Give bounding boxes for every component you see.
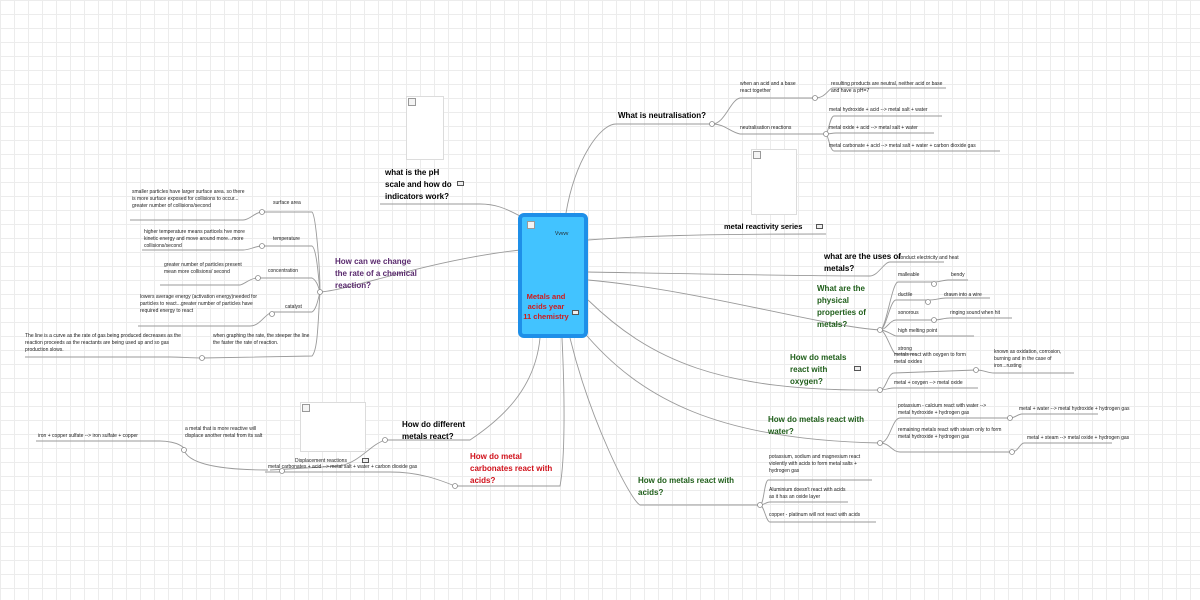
physical-bendy: bendy [951, 272, 965, 278]
steam-equation: metal + steam --> metal oxide + hydrogen… [1027, 435, 1130, 441]
central-topic-title: Metals and acids year 11 chemistry [523, 292, 569, 321]
branch-neutralisation[interactable]: What is neutralisation? [618, 111, 707, 120]
uses-conduct: conduct electricity and heat [898, 255, 959, 261]
rate-graph-note[interactable]: when graphing the rate, the steeper the … [213, 333, 310, 346]
displacement-image [300, 402, 366, 452]
branch-reactivity-series[interactable]: metal reactivity series [724, 222, 803, 231]
rate-surface-area[interactable]: surface area [273, 200, 301, 206]
note-icon[interactable] [457, 181, 464, 186]
displacement-example: iron + copper sulfate --> iron sulfate +… [38, 433, 138, 439]
carbonates-equation: metal carbonates + acid --> metal salt +… [268, 464, 418, 470]
rate-curve-note: The line is a curve as the rate of gas b… [25, 333, 181, 353]
displacement-note[interactable]: a metal that is more reactive will displ… [185, 426, 263, 439]
neutralisation-result: resulting products are neutral, neither … [831, 81, 943, 94]
central-image [526, 220, 580, 286]
rate-temperature-note: higher temperature means particels hve m… [144, 229, 245, 249]
oxygen-equation: metal + oxygen --> metal oxide [894, 380, 963, 386]
rate-temperature[interactable]: temperature [273, 236, 300, 242]
water-potassium-calcium[interactable]: potassium - calcium react with water -->… [898, 403, 987, 416]
physical-ringing: ringing sound when hit [950, 310, 1001, 316]
branch-react-acids[interactable]: How do metals react with acids? [638, 476, 735, 497]
neutralisation-reactions[interactable]: neutralisation reactions [740, 125, 792, 131]
neutralisation-r1: metal hydroxide + acid --> metal salt + … [829, 107, 928, 113]
central-image-caption: Vvvvv [555, 231, 569, 237]
acids-violent: potassium, sodium and magnesium react vi… [769, 454, 861, 474]
note-icon[interactable] [362, 458, 369, 463]
rate-concentration[interactable]: concentration [268, 268, 299, 274]
reactivity-series-image [751, 149, 797, 215]
neutralisation-r2: metal oxide + acid --> metal salt + wate… [829, 125, 918, 131]
rate-concentration-note: greater number of particles present mean… [164, 262, 242, 275]
branch-different-metals[interactable]: How do different metals react? [402, 420, 466, 441]
neutralisation-when[interactable]: when an acid and a base react together [740, 81, 796, 94]
image-placeholder-icon [527, 221, 535, 229]
branch-react-oxygen[interactable]: How do metals react with oxygen? [790, 353, 847, 386]
water-remaining-steam[interactable]: remaining metals react with steam only t… [898, 427, 1002, 440]
physical-wire: drawn into a wire [944, 292, 982, 298]
ph-scale-image [406, 96, 444, 160]
note-icon[interactable] [854, 366, 861, 371]
neutralisation-r3: metal carbonate + acid --> metal salt + … [829, 143, 976, 149]
acids-copper-platinum: copper - platinum will not react with ac… [769, 512, 861, 518]
image-placeholder-icon [302, 404, 310, 412]
rate-surface-area-note: smaller particles have larger surface ar… [132, 189, 245, 209]
oxygen-forms-oxides[interactable]: metals react with oxygen to form metal o… [894, 352, 966, 365]
branch-physical-properties[interactable]: What are the physical properties of meta… [817, 284, 866, 329]
oxygen-oxidation-note: known as oxidation, corrosion, burning a… [994, 349, 1062, 369]
displacement-reactions[interactable]: Displacement reactions [295, 458, 347, 464]
note-icon[interactable] [572, 310, 579, 315]
branch-uses-of-metals[interactable]: what are the uses of metals? [824, 252, 901, 273]
physical-malleable[interactable]: malleable [898, 272, 920, 278]
branch-react-water[interactable]: How do metals react with water? [768, 415, 865, 436]
physical-ductile[interactable]: ductile [898, 292, 913, 298]
image-placeholder-icon [408, 98, 416, 106]
branch-metal-carbonates[interactable]: How do metal carbonates react with acids… [470, 452, 553, 485]
acids-aluminium: Aluminium doesn't react with acids as it… [769, 487, 846, 500]
physical-melting-point: high melting point [898, 328, 938, 334]
water-equation: metal + water --> metal hydroxide + hydr… [1019, 406, 1130, 412]
central-topic-node[interactable] [518, 213, 588, 338]
rate-catalyst-note: lowers average energy (activation energy… [140, 294, 258, 314]
physical-sonorous[interactable]: sonorous [898, 310, 919, 316]
image-placeholder-icon [753, 151, 761, 159]
branch-ph-scale[interactable]: what is the pH scale and how do indicato… [385, 168, 452, 201]
rate-catalyst[interactable]: catalyst [285, 304, 302, 310]
branch-rate-of-reaction[interactable]: How can we change the rate of a chemical… [335, 257, 417, 290]
note-icon[interactable] [816, 224, 823, 229]
physical-strong: strong [898, 346, 912, 352]
